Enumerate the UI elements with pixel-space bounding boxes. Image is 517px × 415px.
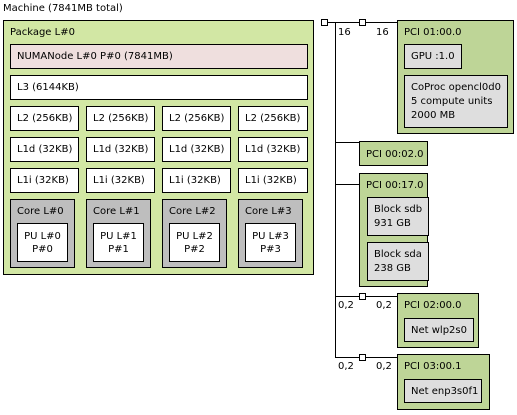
- gpu-box: GPU :1.0: [404, 44, 462, 69]
- bus-width-label: 16: [338, 27, 351, 38]
- bus-line-pci0002: [335, 142, 359, 143]
- l1d-cache-label: L1d (32KB): [169, 144, 225, 155]
- pci-device-box: PCI 00:17.0 Block sdb 931 GB Block sda 2…: [359, 173, 429, 287]
- bus-width-label: 16: [376, 27, 389, 38]
- core-box: Core L#3 PU L#3 P#3: [238, 199, 303, 268]
- bus-speed-label: 0,2: [338, 361, 354, 372]
- core-label: Core L#2: [169, 206, 216, 217]
- bus-port-square: [321, 19, 328, 26]
- network-device-label: Net wlp2s0: [411, 325, 467, 336]
- pci-device-label: PCI 03:00.1: [404, 361, 462, 372]
- bus-trunk-line: [335, 22, 336, 358]
- bus-line-pci0017: [335, 184, 359, 185]
- coproc-units: 5 compute units: [411, 96, 493, 107]
- bus-line-pci03: [335, 357, 397, 358]
- pu-physical-label: P#3: [260, 244, 281, 255]
- bus-line-pci02: [335, 296, 397, 297]
- pci-device-label: PCI 02:00.0: [404, 300, 462, 311]
- core-label: Core L#0: [17, 206, 64, 217]
- pu-box: PU L#3 P#3: [245, 223, 296, 262]
- pci-device-box: PCI 02:00.0 Net wlp2s0: [397, 293, 479, 348]
- l1d-cache-label: L1d (32KB): [17, 144, 73, 155]
- pu-label: PU L#0: [24, 231, 61, 242]
- l1i-cache-box: L1i (32KB): [10, 168, 79, 193]
- core-label: Core L#3: [245, 206, 292, 217]
- pu-physical-label: P#2: [184, 244, 205, 255]
- core-box: Core L#0 PU L#0 P#0: [10, 199, 75, 268]
- l1d-cache-box: L1d (32KB): [10, 137, 79, 162]
- machine-title: Machine (7841MB total): [3, 3, 123, 14]
- l1d-cache-box: L1d (32KB): [238, 137, 308, 162]
- l1d-cache-box: L1d (32KB): [86, 137, 155, 162]
- core-box: Core L#1 PU L#1 P#1: [86, 199, 151, 268]
- bus-speed-label: 0,2: [376, 361, 392, 372]
- package-box: Package L#0 NUMANode L#0 P#0 (7841MB) L3…: [3, 20, 314, 275]
- pci-device-label: PCI 00:02.0: [366, 149, 424, 160]
- pu-physical-label: P#0: [32, 244, 53, 255]
- network-device-label: Net enp3s0f1: [411, 386, 479, 397]
- l2-cache-box: L2 (256KB): [10, 106, 79, 131]
- l2-cache-label: L2 (256KB): [17, 113, 73, 124]
- pu-box: PU L#2 P#2: [169, 223, 220, 262]
- l3-cache-box: L3 (6144KB): [10, 75, 308, 100]
- l2-cache-box: L2 (256KB): [238, 106, 308, 131]
- l1i-cache-label: L1i (32KB): [17, 175, 69, 186]
- pu-physical-label: P#1: [108, 244, 129, 255]
- block-device-size: 931 GB: [374, 218, 411, 229]
- pu-box: PU L#0 P#0: [17, 223, 68, 262]
- block-device-box: Block sda 238 GB: [367, 242, 429, 281]
- l1d-cache-label: L1d (32KB): [245, 144, 301, 155]
- l1i-cache-box: L1i (32KB): [162, 168, 231, 193]
- coproc-box: CoProc opencl0d0 5 compute units 2000 MB: [404, 75, 508, 128]
- bus-port-square: [359, 293, 366, 300]
- numa-node-box: NUMANode L#0 P#0 (7841MB): [10, 44, 308, 69]
- pci-device-label: PCI 00:17.0: [366, 180, 424, 191]
- l2-cache-box: L2 (256KB): [162, 106, 231, 131]
- bus-speed-label: 0,2: [376, 300, 392, 311]
- pu-label: PU L#1: [100, 231, 137, 242]
- l1d-cache-label: L1d (32KB): [93, 144, 149, 155]
- bus-port-square: [359, 354, 366, 361]
- l2-cache-label: L2 (256KB): [245, 113, 301, 124]
- l1i-cache-label: L1i (32KB): [93, 175, 145, 186]
- l1i-cache-box: L1i (32KB): [86, 168, 155, 193]
- l1i-cache-box: L1i (32KB): [238, 168, 308, 193]
- l2-cache-box: L2 (256KB): [86, 106, 155, 131]
- coproc-memory: 2000 MB: [411, 110, 456, 121]
- l1d-cache-box: L1d (32KB): [162, 137, 231, 162]
- l1i-cache-label: L1i (32KB): [245, 175, 297, 186]
- l2-cache-label: L2 (256KB): [93, 113, 149, 124]
- l3-cache-label: L3 (6144KB): [17, 82, 79, 93]
- core-box: Core L#2 PU L#2 P#2: [162, 199, 227, 268]
- network-device-box: Net wlp2s0: [404, 318, 474, 342]
- l1i-cache-label: L1i (32KB): [169, 175, 221, 186]
- pu-label: PU L#3: [252, 231, 289, 242]
- coproc-label: CoProc opencl0d0: [411, 82, 501, 93]
- core-label: Core L#1: [93, 206, 140, 217]
- block-device-box: Block sdb 931 GB: [367, 197, 429, 236]
- block-device-label: Block sda: [374, 249, 422, 260]
- pu-box: PU L#1 P#1: [93, 223, 144, 262]
- network-device-box: Net enp3s0f1: [404, 379, 482, 403]
- pci-device-box: PCI 03:00.1 Net enp3s0f1: [397, 354, 490, 410]
- numa-node-label: NUMANode L#0 P#0 (7841MB): [17, 51, 173, 62]
- bus-speed-label: 0,2: [338, 300, 354, 311]
- block-device-label: Block sdb: [374, 204, 423, 215]
- l2-cache-label: L2 (256KB): [169, 113, 225, 124]
- bus-port-square: [359, 19, 366, 26]
- pci-device-label: PCI 01:00.0: [404, 27, 462, 38]
- pci-device-box: PCI 01:00.0 GPU :1.0 CoProc opencl0d0 5 …: [397, 20, 514, 134]
- block-device-size: 238 GB: [374, 263, 411, 274]
- pci-device-box: PCI 00:02.0: [359, 141, 428, 166]
- package-label: Package L#0: [10, 27, 75, 38]
- gpu-label: GPU :1.0: [411, 51, 455, 62]
- pu-label: PU L#2: [176, 231, 213, 242]
